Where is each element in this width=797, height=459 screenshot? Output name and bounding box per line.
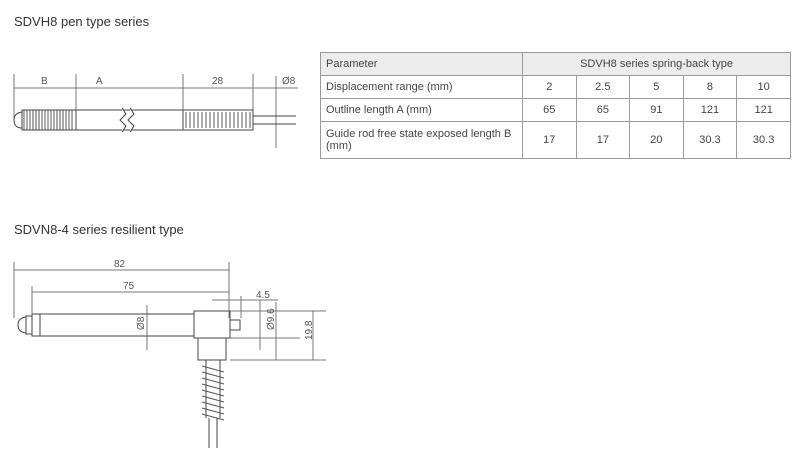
cell: 91 xyxy=(629,98,684,122)
dim-4-5: 4.5 xyxy=(256,290,270,301)
cell: 65 xyxy=(575,98,631,122)
header-parameter: Parameter xyxy=(319,52,524,76)
dim-dia8-vertical: Ø8 xyxy=(136,316,147,330)
dim-19-8: 19.8 xyxy=(304,320,315,340)
cell: 65 xyxy=(522,98,577,122)
cell: 20 xyxy=(629,121,684,159)
cell: 30.3 xyxy=(682,121,738,159)
row-label: Outline length A (mm) xyxy=(319,98,524,122)
section-title-sdvh8: SDVH8 pen type series xyxy=(14,14,150,29)
dim-75: 75 xyxy=(123,281,135,292)
cell: 17 xyxy=(575,121,631,159)
cell: 2.5 xyxy=(575,75,631,99)
table-header-row: Parameter SDVH8 series spring-back type xyxy=(319,52,791,76)
spec-table: Parameter SDVH8 series spring-back type … xyxy=(319,52,791,159)
cell: 2 xyxy=(522,75,577,99)
table-row: Outline length A (mm) 65 65 91 121 121 xyxy=(319,98,791,122)
dim-dia9-6: Ø9.6 xyxy=(266,308,277,330)
table-row: Guide rod free state exposed length B (m… xyxy=(319,121,791,159)
row-label: Guide rod free state exposed length B (m… xyxy=(319,121,524,159)
cell: 121 xyxy=(682,98,738,122)
cell: 5 xyxy=(629,75,684,99)
dim-a: A xyxy=(96,76,103,87)
dim-dia8: Ø8 xyxy=(282,76,296,87)
dim-b: B xyxy=(41,76,48,87)
row-label: Displacement range (mm) xyxy=(319,75,524,99)
table-row: Displacement range (mm) 2 2.5 5 8 10 xyxy=(319,75,791,99)
cell: 10 xyxy=(736,75,791,99)
header-series: SDVH8 series spring-back type xyxy=(522,52,791,76)
cell: 17 xyxy=(522,121,577,159)
cell: 8 xyxy=(682,75,738,99)
cell: 121 xyxy=(736,98,791,122)
cell: 30.3 xyxy=(736,121,791,159)
dim-28: 28 xyxy=(212,76,224,87)
section-title-sdvn8: SDVN8-4 series resilient type xyxy=(14,222,184,237)
dim-82: 82 xyxy=(114,259,126,270)
